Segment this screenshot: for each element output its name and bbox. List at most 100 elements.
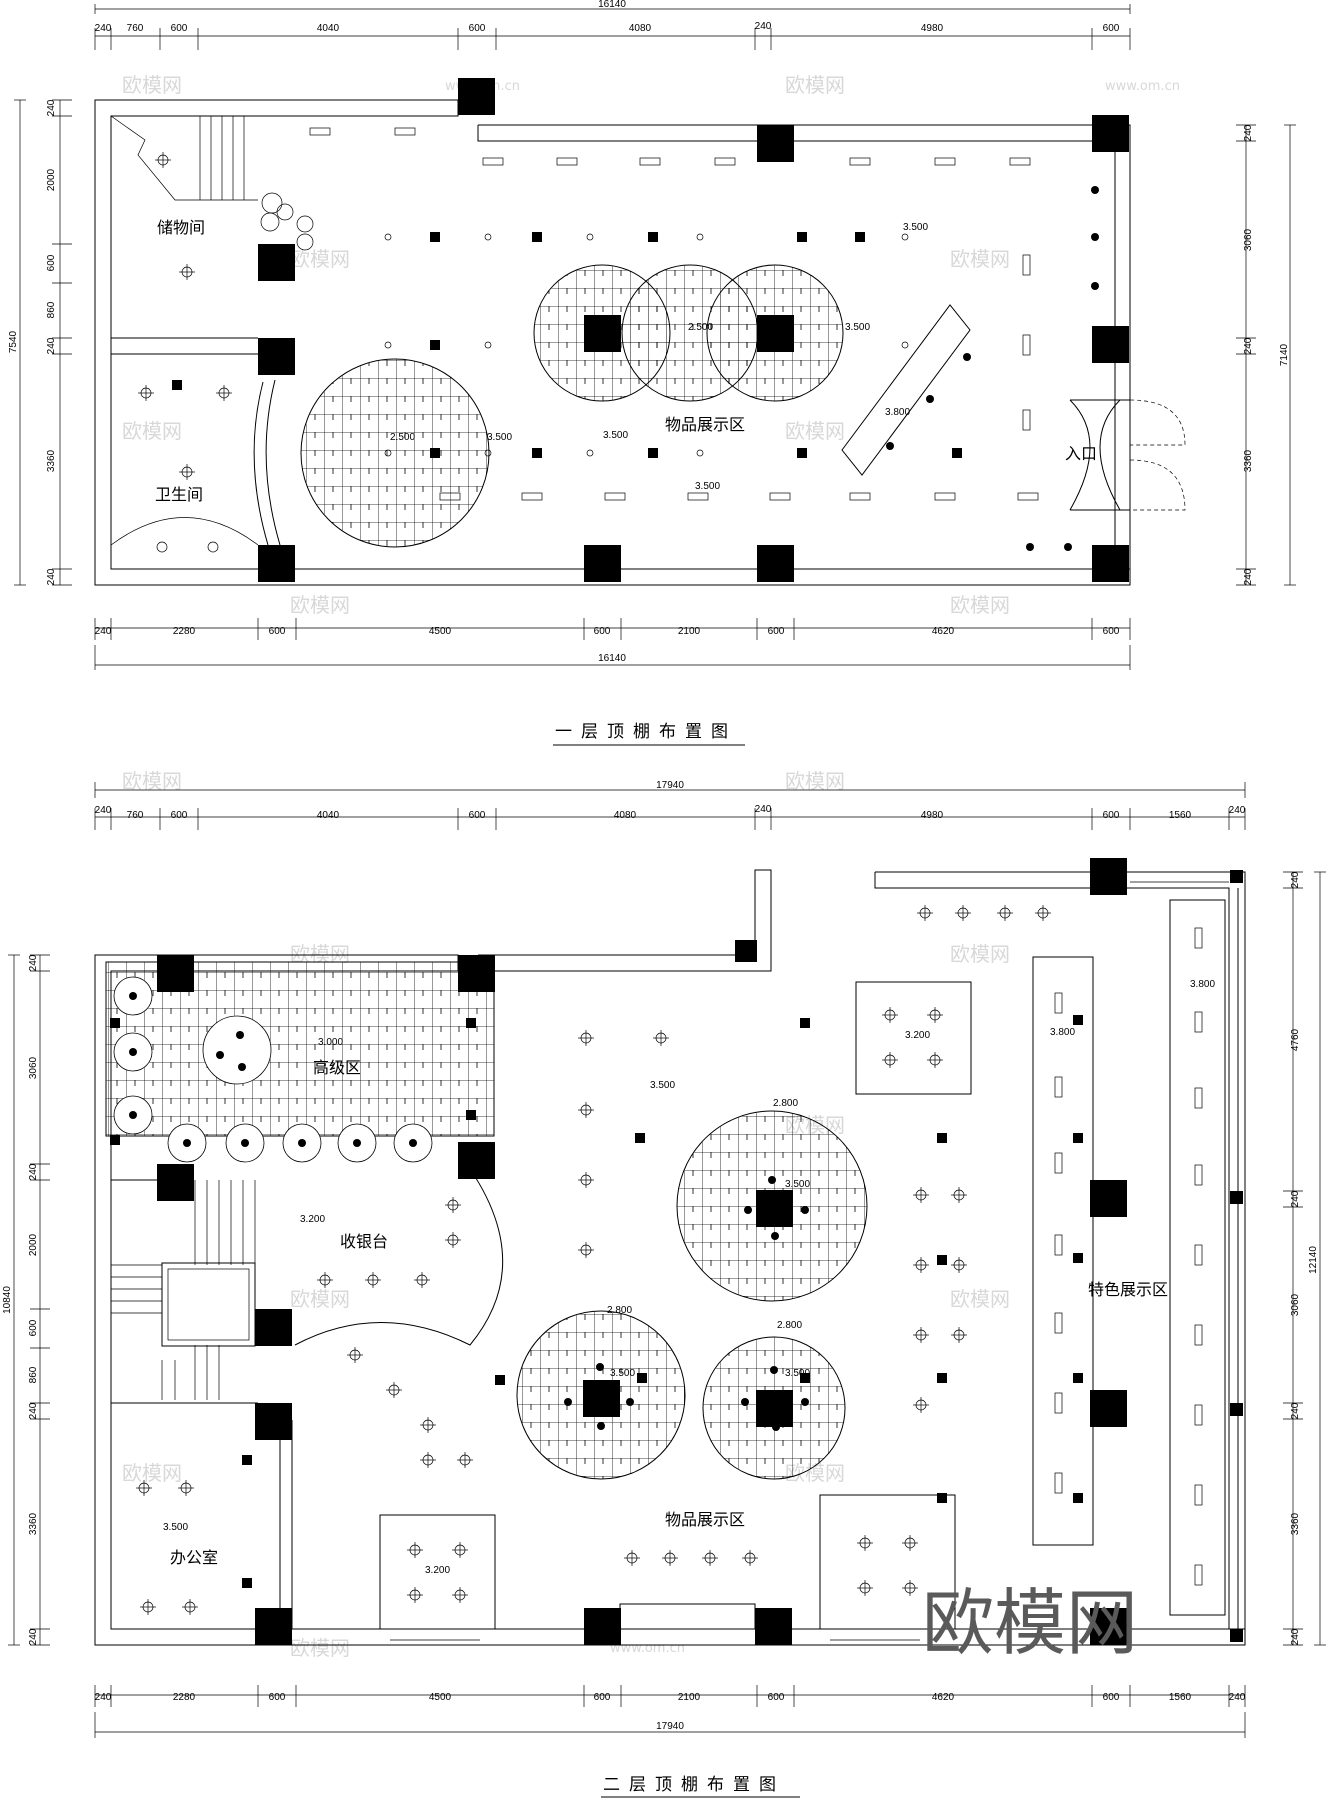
- dim: 760: [127, 810, 144, 821]
- dim: 3060: [28, 1056, 39, 1079]
- elevation: 3.200: [905, 1030, 930, 1041]
- dim: 3060: [1243, 228, 1254, 251]
- dim: 4080: [629, 23, 652, 34]
- dim: 600: [594, 626, 611, 637]
- watermark-site: www.om.cn: [1105, 79, 1180, 94]
- drawing-title: 二层顶棚布置图: [603, 1775, 785, 1795]
- dim: 600: [469, 23, 486, 34]
- room-label-entrance: 入口: [1065, 444, 1097, 463]
- dim-total: 17940: [656, 1721, 684, 1732]
- dim: 3360: [28, 1512, 39, 1535]
- dim: 4760: [1290, 1028, 1301, 1051]
- elevation: 3.200: [425, 1565, 450, 1576]
- dim: 4080: [614, 810, 637, 821]
- dim: 600: [1103, 1692, 1120, 1703]
- watermark-logo: 欧模网: [950, 593, 1010, 617]
- dim: 240: [46, 99, 57, 116]
- elevation: 3.500: [163, 1522, 188, 1533]
- dim: 240: [755, 804, 772, 815]
- dim: 860: [28, 1366, 39, 1383]
- dim-total: 16140: [598, 653, 626, 664]
- dim: 240: [755, 21, 772, 32]
- linear-lights: [172, 127, 1099, 551]
- dim: 600: [469, 810, 486, 821]
- room-label-storage: 储物间: [157, 218, 205, 237]
- dim: 1560: [1169, 810, 1192, 821]
- watermark-logo: 欧模网: [950, 247, 1010, 271]
- dim: 3360: [1243, 449, 1254, 472]
- dim: 2100: [678, 1692, 701, 1703]
- grid-ceiling-round: [516, 1110, 868, 1480]
- bottom-dimension-chain: 240 2280 600 4500 600 2100 600 4620 600 …: [94, 618, 1131, 670]
- watermark-logo: 欧模网: [785, 769, 845, 793]
- elevation: 3.500: [487, 432, 512, 443]
- room-label-display: 物品展示区: [665, 1510, 745, 1529]
- dim: 240: [1243, 337, 1254, 354]
- elevation: 3.500: [695, 481, 720, 492]
- dim: 240: [1243, 124, 1254, 141]
- dim: 240: [95, 805, 112, 816]
- pendant-lamps: [113, 976, 433, 1163]
- dim: 2100: [678, 626, 701, 637]
- elevation: 3.500: [650, 1080, 675, 1091]
- room-label-feature: 特色展示区: [1088, 1280, 1168, 1299]
- dim: 240: [46, 337, 57, 354]
- dim: 3360: [1290, 1512, 1301, 1535]
- right-dimension-chain: 240 3060 240 3360 240 7140: [1236, 124, 1296, 586]
- dim: 600: [171, 23, 188, 34]
- elevation: 2.500: [390, 432, 415, 443]
- room-label-display: 物品展示区: [665, 415, 745, 434]
- columns: [157, 858, 1243, 1645]
- dim: 600: [1103, 626, 1120, 637]
- left-dimension-chain: 240 3060 240 2000 600 860 240 3360 240 1…: [2, 954, 50, 1646]
- grid-ceiling-round: [300, 358, 490, 548]
- elevation: 3.500: [785, 1179, 810, 1190]
- dim: 4500: [429, 626, 452, 637]
- watermark-logo: 欧模网: [122, 769, 182, 793]
- dim-total: 7540: [8, 330, 19, 353]
- top-dimension-chain: 17940 240 760 600 4040 600 4080 240 4980…: [94, 780, 1246, 830]
- downlights: [138, 152, 232, 553]
- elevation: 3.500: [845, 322, 870, 333]
- dim: 240: [1290, 1402, 1301, 1419]
- columns: [258, 78, 1129, 582]
- diagonal-display-light: [841, 304, 971, 476]
- dim: 240: [28, 1402, 39, 1419]
- dim: 240: [1229, 1692, 1246, 1703]
- elevation: 3.800: [1050, 1027, 1075, 1038]
- watermark-logo: 欧模网: [290, 1287, 350, 1311]
- room-label-toilet: 卫生间: [155, 485, 203, 504]
- dim: 240: [95, 1692, 112, 1703]
- dim-total: 10840: [2, 1286, 13, 1314]
- dim: 240: [28, 1163, 39, 1180]
- bottom-dimension-chain: 240 2280 600 4500 600 2100 600 4620 600 …: [94, 1685, 1246, 1738]
- elevation: 3.500: [603, 430, 628, 441]
- dim: 2280: [173, 1692, 196, 1703]
- dim: 3060: [1290, 1293, 1301, 1316]
- room-label-premium: 高级区: [313, 1058, 361, 1077]
- dim: 240: [1290, 871, 1301, 888]
- dim: 600: [768, 626, 785, 637]
- dim: 4040: [317, 23, 340, 34]
- downlights: [136, 905, 1051, 1615]
- dim-total: 16140: [598, 0, 626, 10]
- dim: 860: [46, 301, 57, 318]
- elevation: 3.000: [318, 1037, 343, 1048]
- elevation: 2.800: [773, 1098, 798, 1109]
- elevation: 3.500: [610, 1368, 635, 1379]
- dim: 760: [127, 23, 144, 34]
- elevation: 3.200: [300, 1214, 325, 1225]
- right-dimension-chain: 240 4760 240 3060 240 3360 240 12140: [1283, 871, 1326, 1646]
- dim: 4980: [921, 810, 944, 821]
- plan-1: 16140 240 760 600 4040 600 4080 240 4980…: [8, 0, 1296, 746]
- dim-total: 7140: [1279, 343, 1290, 366]
- dim: 4040: [317, 810, 340, 821]
- dim: 600: [1103, 23, 1120, 34]
- watermark-site: www.om.cn: [610, 1641, 685, 1656]
- watermark-logo: 欧模网: [122, 1461, 182, 1485]
- dim: 1560: [1169, 1692, 1192, 1703]
- linear-lights: [110, 927, 1203, 1588]
- elevation: 2.800: [777, 1320, 802, 1331]
- watermark-logo: 欧模网: [290, 1636, 350, 1660]
